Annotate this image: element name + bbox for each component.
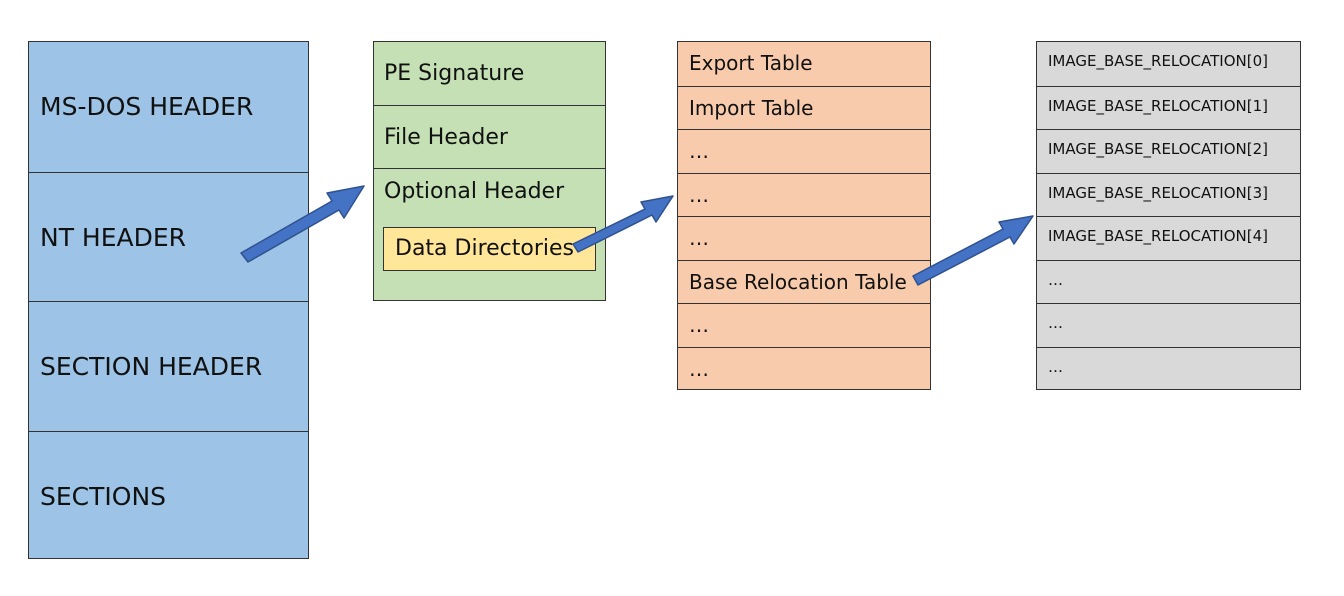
relocation-block-cell: IMAGE_BASE_RELOCATION[1]: [1037, 85, 1300, 130]
relocation-ellipsis: …: [1037, 259, 1300, 304]
ms-dos-header-cell: MS-DOS HEADER: [40, 92, 254, 121]
relocation-block-cell: IMAGE_BASE_RELOCATION[0]: [1048, 52, 1268, 70]
relocation-block-cell: IMAGE_BASE_RELOCATION[4]: [1037, 216, 1300, 260]
relocation-ellipsis: …: [1037, 303, 1300, 347]
nt-header-column: PE Signature File Header Optional Header…: [373, 41, 606, 301]
data-directories-column: Export Table Import Table … … … Base Rel…: [677, 41, 931, 390]
optional-header-label: Optional Header: [384, 179, 565, 204]
pe-file-column: MS-DOS HEADER NT HEADER SECTION HEADER S…: [28, 41, 309, 559]
export-table-cell: Export Table: [689, 51, 813, 75]
data-directory-ellipsis: …: [678, 216, 930, 260]
relocation-ellipsis: …: [1037, 346, 1300, 391]
relocation-block-cell: IMAGE_BASE_RELOCATION[3]: [1037, 172, 1300, 217]
data-directory-ellipsis: …: [678, 346, 930, 391]
data-directory-ellipsis: …: [678, 129, 930, 173]
nt-header-cell: NT HEADER: [29, 171, 308, 302]
section-header-cell: SECTION HEADER: [29, 301, 308, 431]
data-directory-ellipsis: …: [678, 172, 930, 217]
file-header-cell: File Header: [374, 105, 605, 168]
relocation-block-cell: IMAGE_BASE_RELOCATION[2]: [1037, 129, 1300, 173]
data-directories-box: Data Directories: [383, 227, 596, 271]
pe-signature-cell: PE Signature: [384, 61, 525, 86]
import-table-cell: Import Table: [678, 85, 930, 130]
optional-header-cell: Optional Header: [374, 168, 605, 302]
data-directory-ellipsis: …: [678, 303, 930, 347]
sections-cell: SECTIONS: [29, 430, 308, 561]
base-relocation-table-cell: Base Relocation Table: [678, 259, 930, 304]
arrow-base-relocation-to-blocks: [912, 215, 1034, 286]
relocations-column: IMAGE_BASE_RELOCATION[0] IMAGE_BASE_RELO…: [1036, 41, 1301, 390]
